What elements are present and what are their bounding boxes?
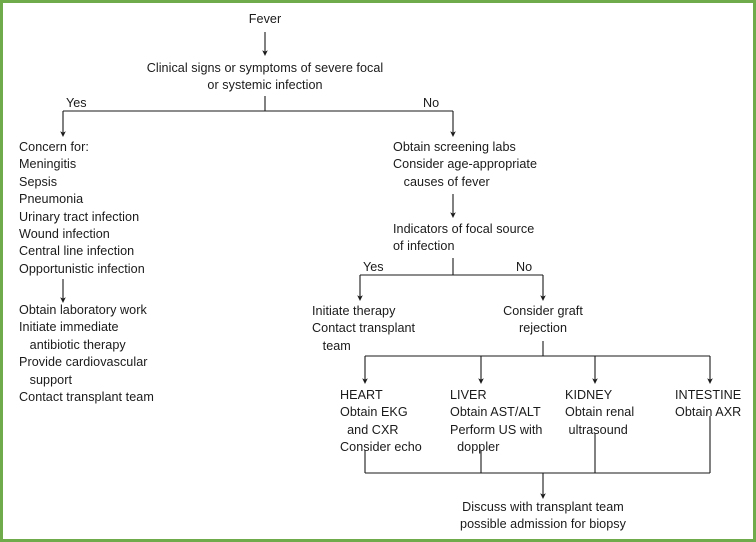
node-initiate-therapy: Initiate therapy Contact transplant team xyxy=(312,304,416,353)
node-clinical-signs: Clinical signs or symptoms of severe foc… xyxy=(146,61,384,93)
flowchart-connectors xyxy=(60,32,713,499)
node-concern-for: Concern for: Meningitis Sepsis Pneumonia… xyxy=(19,140,145,276)
node-discuss-transplant-team: Discuss with transplant team possible ad… xyxy=(460,500,626,532)
node-liver: LIVER Obtain AST/ALT Perform US with dop… xyxy=(450,388,543,455)
node-obtain-screening-labs: Obtain screening labs Consider age-appro… xyxy=(393,140,538,189)
node-heart: HEART Obtain EKG and CXR Consider echo xyxy=(340,388,422,455)
node-indicators-of-focal-source: Indicators of focal source of infection xyxy=(393,222,535,254)
node-obtain-laboratory-work: Obtain laboratory work Initiate immediat… xyxy=(19,303,154,405)
node-kidney: KIDNEY Obtain renal ultrasound xyxy=(565,388,635,437)
branch-label-no-top: No xyxy=(423,96,440,110)
node-consider-graft-rejection: Consider graft rejection xyxy=(503,304,583,336)
node-fever: Fever xyxy=(248,12,282,26)
branch-label-yes-mid: Yes xyxy=(363,260,384,274)
branch-label-yes-top: Yes xyxy=(66,96,87,110)
node-intestine: INTESTINE Obtain AXR xyxy=(675,388,742,420)
branch-label-no-mid: No xyxy=(516,260,533,274)
